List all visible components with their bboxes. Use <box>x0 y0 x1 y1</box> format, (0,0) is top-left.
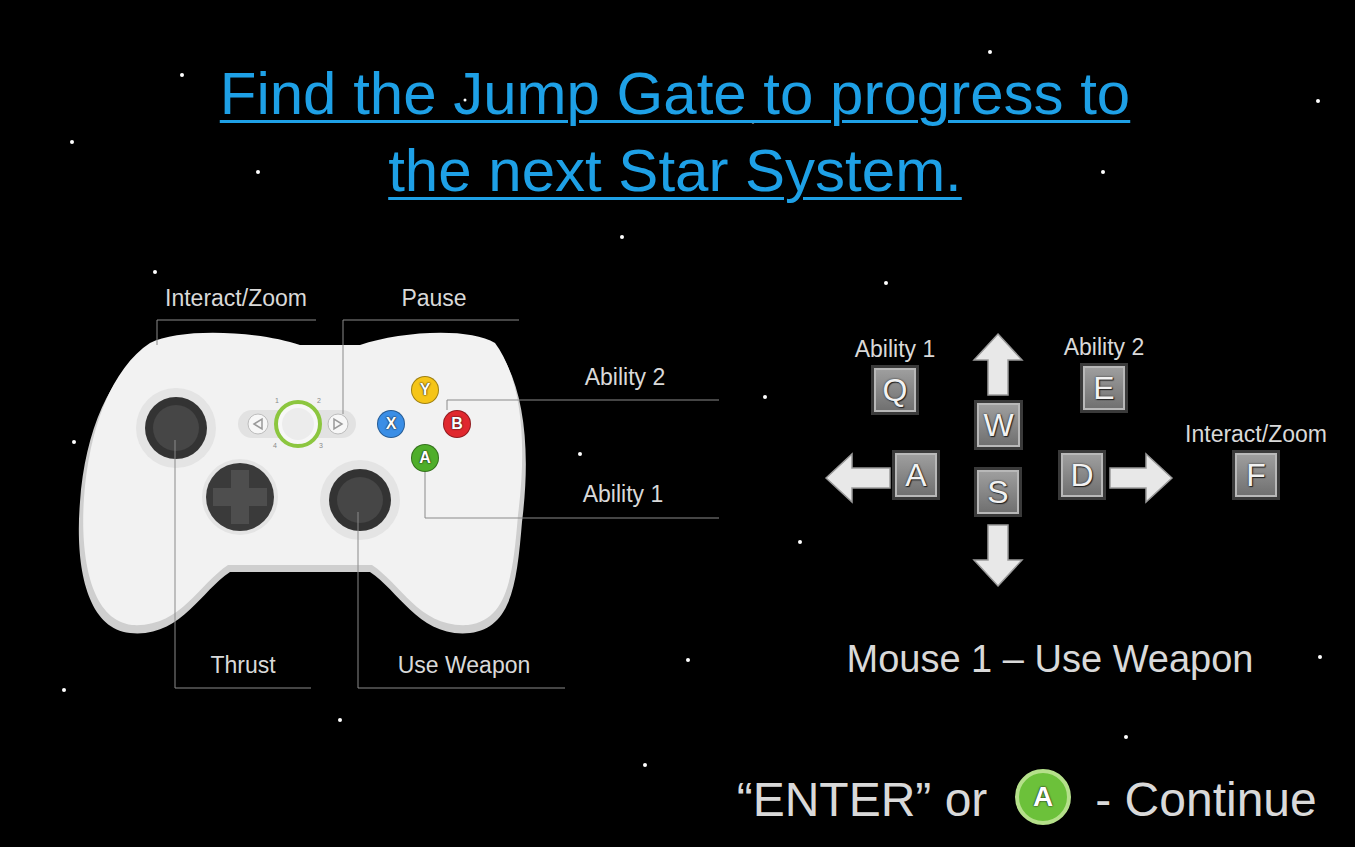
key-heading: Ability 1 <box>855 336 936 364</box>
keyboard-key: Interact/ZoomF <box>1232 450 1280 500</box>
key-letter: E <box>1093 370 1114 407</box>
drawing-part <box>248 414 268 434</box>
drawing-part <box>337 477 383 523</box>
key-letter: Q <box>883 372 908 409</box>
button-number: 2 <box>317 397 321 405</box>
drawing-part <box>206 463 274 531</box>
controller-button: B <box>443 410 471 438</box>
drawing-part <box>72 440 76 444</box>
drawing-part <box>175 440 311 688</box>
key-heading: Interact/Zoom <box>1185 421 1327 449</box>
drawing-part <box>447 400 719 410</box>
controller-drawing <box>79 333 526 634</box>
drawing-part <box>338 718 342 722</box>
button-number: 4 <box>273 442 277 450</box>
key-letter: F <box>1246 457 1266 494</box>
continue-hint: - Continue <box>1095 771 1316 829</box>
controller-button: A <box>411 444 439 472</box>
drawing-part <box>329 469 391 531</box>
controller-button: X <box>377 410 405 438</box>
drawing-part <box>328 414 348 434</box>
drawing-part <box>358 512 565 688</box>
drawing-part <box>254 419 262 429</box>
drawing-part <box>157 320 316 345</box>
drawing-part <box>798 540 802 544</box>
continue-hint: “ENTER” or <box>737 771 988 829</box>
control-label: Ability 2 <box>585 364 666 392</box>
drawing-part <box>334 419 342 429</box>
button-number: 3 <box>319 442 323 450</box>
title-text: Find the Jump Gate to progress to the ne… <box>195 55 1155 209</box>
drawing-part <box>213 470 267 524</box>
keyboard-key: Ability 2E <box>1080 363 1128 413</box>
drawing-part <box>686 658 690 662</box>
key-heading: Ability 2 <box>1064 334 1145 362</box>
drawing-part <box>83 333 522 626</box>
drawing-part <box>974 334 1022 395</box>
controller-button: A <box>1015 769 1071 825</box>
drawing-part <box>62 688 66 692</box>
drawing-part <box>643 763 647 767</box>
drawing-part <box>988 50 992 54</box>
stars <box>62 50 1322 767</box>
drawing-part <box>136 388 216 468</box>
mouse-hint: Mouse 1 – Use Weapon <box>847 637 1254 683</box>
keyboard-key: W <box>974 400 1023 450</box>
drawing-part <box>578 452 582 456</box>
drawing-part <box>620 235 624 239</box>
button-number: 1 <box>275 397 279 405</box>
control-label: Pause <box>401 285 466 313</box>
drawing-part <box>425 472 719 518</box>
drawing-part <box>826 454 890 502</box>
drawing-part <box>1124 735 1128 739</box>
key-letter: S <box>987 474 1008 511</box>
drawing-part <box>974 525 1022 586</box>
button-letter: Y <box>420 381 431 399</box>
control-label: Ability 1 <box>583 481 664 509</box>
drawing-part <box>320 460 400 540</box>
button-letter: A <box>419 449 431 467</box>
drawing-part <box>276 402 320 446</box>
drawing-part <box>256 170 260 174</box>
keyboard-key: A <box>892 450 940 500</box>
keyboard-key: Ability 1Q <box>871 365 919 415</box>
drawing-part <box>884 281 888 285</box>
drawing-part <box>1101 170 1105 174</box>
control-label: Use Weapon <box>398 652 531 680</box>
control-label: Interact/Zoom <box>165 285 307 313</box>
drawing-part <box>153 405 199 451</box>
drawing-part <box>1110 454 1172 502</box>
button-letter: X <box>386 415 397 433</box>
leader-lines <box>157 320 719 688</box>
drawing-part <box>1318 655 1322 659</box>
keyboard-key: D <box>1058 450 1106 500</box>
keyboard-key: S <box>974 467 1022 517</box>
drawing-part <box>153 270 157 274</box>
button-letter: A <box>1033 781 1053 813</box>
controller-button: Y <box>411 376 439 404</box>
drawing-part <box>70 140 74 144</box>
drawing-part <box>180 73 184 77</box>
direction-arrows <box>826 334 1172 586</box>
drawing-part <box>1316 99 1320 103</box>
button-letter: B <box>451 415 463 433</box>
drawing-part <box>202 459 278 535</box>
key-letter: D <box>1070 457 1093 494</box>
control-label: Thrust <box>210 652 275 680</box>
drawing-part <box>763 395 767 399</box>
key-letter: W <box>983 407 1013 444</box>
drawing-part <box>145 397 207 459</box>
drawing-part <box>282 408 314 440</box>
key-letter: A <box>905 457 926 494</box>
